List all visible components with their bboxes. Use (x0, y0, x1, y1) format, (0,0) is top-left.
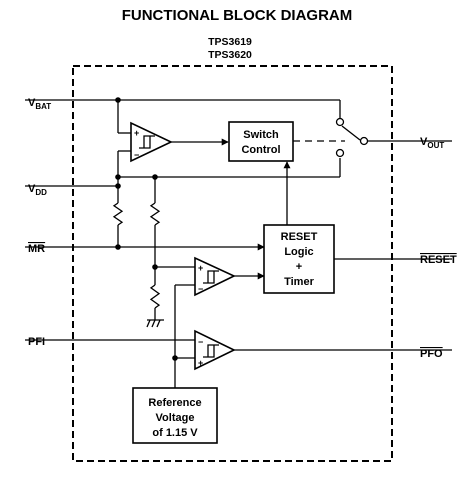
part-number-1: TPS3619 (208, 36, 252, 48)
part-number-2: TPS3620 (208, 49, 252, 61)
reference-voltage-block (132, 387, 218, 444)
vbat-comparator: + − (130, 121, 173, 163)
hysteresis-icon (139, 135, 155, 149)
divider-resistor-bottom (149, 284, 161, 309)
pullup-resistor-mr (112, 202, 124, 226)
hysteresis-icon (203, 270, 219, 284)
reset-logic-line-4: Timer (284, 276, 314, 288)
junction-dots (115, 97, 178, 361)
pin-vbat-label: VBAT (28, 97, 51, 111)
comparator-minus-sign: − (134, 150, 139, 160)
diagram-title: FUNCTIONAL BLOCK DIAGRAM (122, 7, 353, 24)
reset-logic-line-3: + (296, 261, 302, 273)
pin-pfi-label: PFI (28, 336, 45, 348)
comparator-plus-sign: + (198, 358, 203, 368)
pin-vdd-label: VDD (28, 183, 47, 197)
comparator-plus-sign: + (198, 263, 203, 273)
comparator-plus-sign: + (134, 128, 139, 138)
reference-wire (174, 284, 195, 388)
ground-icon (146, 319, 164, 328)
reference-line-3: of 1.15 V (152, 427, 198, 439)
switch-control-block (228, 121, 294, 162)
divider-resistor-top (149, 202, 161, 226)
pin-pfo-label: PFO (420, 348, 443, 360)
vbat-wire (25, 99, 341, 134)
reset-logic-line-2: Logic (284, 246, 313, 258)
device-boundary (72, 65, 393, 462)
switch-control-line-2: Control (241, 144, 280, 156)
reference-line-1: Reference (148, 397, 201, 409)
vdd-comparator: + − (194, 256, 236, 297)
comparator-minus-sign: − (198, 337, 203, 347)
pin-vout-label: VOUT (420, 136, 444, 150)
reset-logic-line-1: RESET (281, 231, 318, 243)
pin-reset-label: RESET (420, 254, 457, 266)
comparator-minus-sign: − (198, 284, 203, 294)
pin-mr-label: MR (28, 243, 45, 255)
switch-control-line-1: Switch (243, 129, 279, 141)
pfi-comparator: − + (194, 329, 236, 371)
vout-switch (335, 117, 369, 158)
reference-line-2: Voltage (156, 412, 195, 424)
hysteresis-icon (203, 344, 219, 358)
